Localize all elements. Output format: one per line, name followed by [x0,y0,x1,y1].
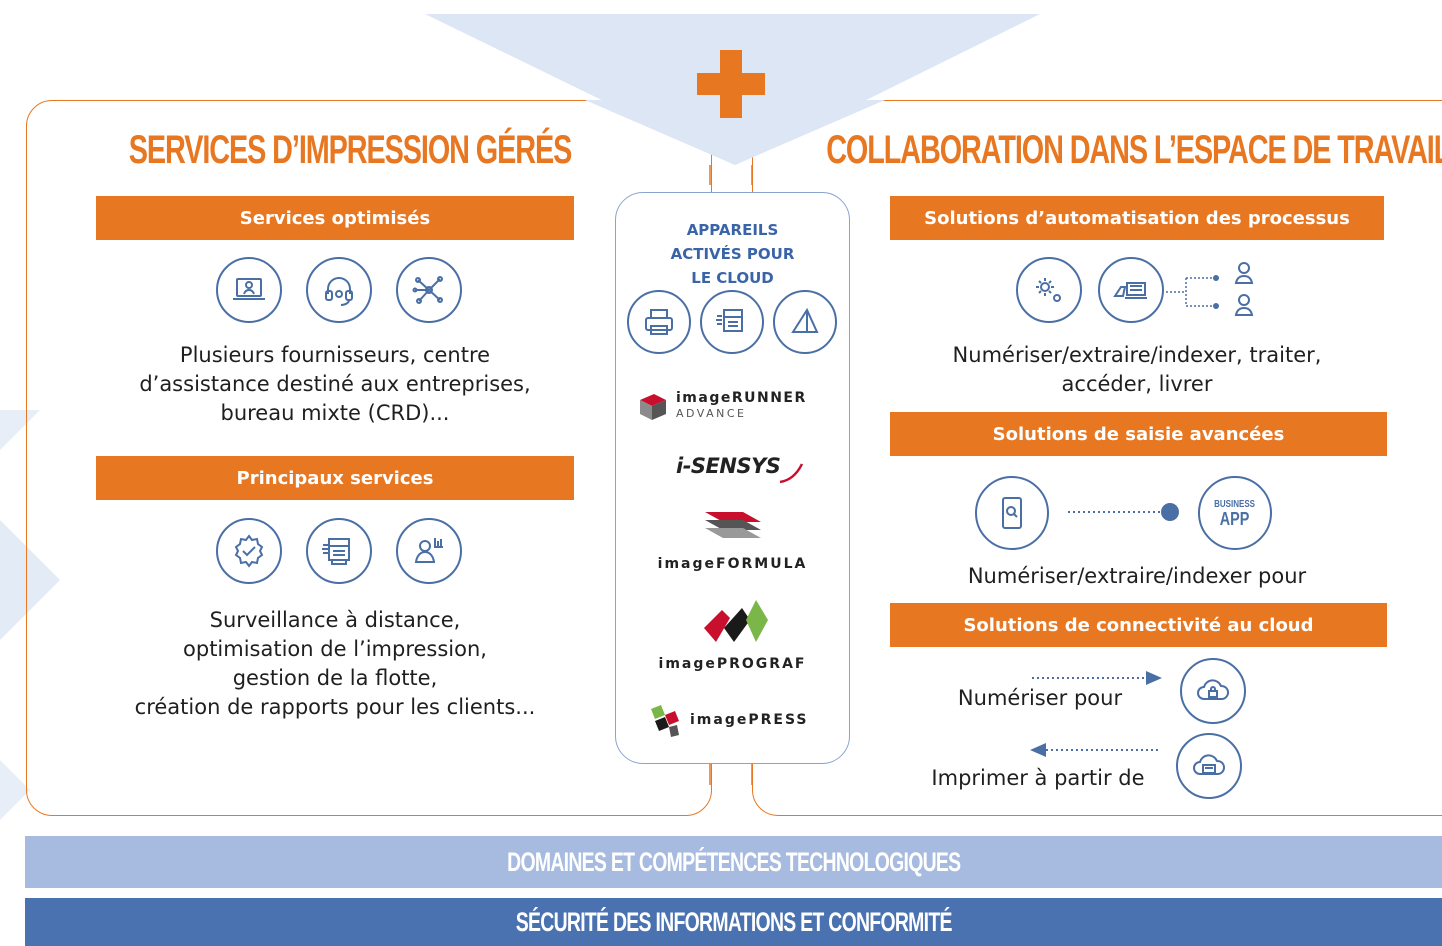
imageformula-text: imageFORMULA [657,556,808,572]
heading-line: APPAREILS [686,221,779,239]
isensys-logo: i-SENSYS [676,454,781,478]
print-from-arrow [1030,743,1160,757]
print-from-label: Imprimer à partir de [931,766,1145,790]
gears-icon [1016,257,1082,323]
left-desc2-line: Surveillance à distance, [209,608,461,632]
scan-to-label: Numériser pour [957,686,1123,710]
left-desc2-line: création de rapports pour les clients... [134,695,536,719]
imageformula-emblem [705,512,761,538]
left-desc1-line: Plusieurs fournisseurs, centre [179,343,491,367]
left-description-2: Surveillance à distance, optimisation de… [70,606,600,722]
business-app-icon: BUSINESS APP [1198,476,1272,550]
business-app-label: BUSINESS [1214,498,1256,510]
user-chart-icon [396,518,462,584]
cloud-devices-heading: APPAREILS ACTIVÉS POUR LE CLOUD [615,218,850,290]
business-app-label-app: APP [1220,508,1250,529]
capture-connector [1068,503,1179,521]
security-band-text: SÉCURITÉ DES INFORMATIONS ET CONFORMITÉ [515,906,953,937]
heading-line: ACTIVÉS POUR [670,245,795,263]
security-band: SÉCURITÉ DES INFORMATIONS ET CONFORMITÉ [25,898,1442,946]
right-desc1-line: Numériser/extraire/indexer, traiter, [952,343,1322,367]
headset-icon [306,257,372,323]
right-bar-process-automation: Solutions d’automatisation des processus [890,196,1384,240]
left-desc2-line: optimisation de l’impression, [183,637,487,661]
technology-band: DOMAINES ET COMPÉTENCES TECHNOLOGIQUES [25,836,1442,888]
users-icon [1166,262,1254,316]
laptop-user-icon [216,257,282,323]
left-panel-connector [709,165,711,785]
mobile-scan-icon [975,476,1049,550]
large-format-printer-icon [773,290,837,354]
imagerunner-text: imageRUNNER [676,390,807,406]
imageprograf-text: imagePROGRAF [658,656,807,672]
multifunction-printer-icon [306,518,372,584]
left-description-1: Plusieurs fournisseurs, centre d’assista… [70,341,600,428]
right-panel-connector [751,165,753,785]
technology-band-text: DOMAINES ET COMPÉTENCES TECHNOLOGIQUES [506,846,961,877]
cloud-devices-box [615,192,850,764]
right-title: COLLABORATION DANS L’ESPACE DE TRAVAIL [826,128,1442,172]
scan-to-arrow [1032,671,1162,685]
right-description-1: Numériser/extraire/indexer, traiter, acc… [890,341,1384,399]
right-desc1-line: accéder, livrer [1061,372,1213,396]
multifunction-printer-icon [700,290,764,354]
gear-check-icon [216,518,282,584]
advance-text: ADVANCE [676,407,747,420]
left-title: SERVICES D’IMPRESSION GÉRÉS [128,128,573,172]
printer-icon [627,290,691,354]
left-desc1-line: bureau mixte (CRD)... [220,401,450,425]
imagepress-text: imagePRESS [690,712,809,728]
right-bar-advanced-capture: Solutions de saisie avancées [890,412,1387,456]
imagepress-emblem [651,705,679,737]
imagerunner-advance-logo: imageRUNNER ADVANCE [636,388,846,424]
cloud-printer-icon [1176,733,1242,799]
isensys-swoosh [779,463,804,484]
left-bar-optimized-services: Services optimisés [96,196,574,240]
right-bar-cloud-connectivity: Solutions de connectivité au cloud [890,603,1387,647]
cloud-lock-icon [1180,658,1246,724]
left-bar-core-services: Principaux services [96,456,574,500]
chevron-overlay [585,100,885,165]
imageprograf-emblem [704,600,768,642]
scanner-laptop-icon [1098,257,1164,323]
left-desc2-line: gestion de la flotte, [232,666,438,690]
right-description-2: Numériser/extraire/indexer pour [967,564,1307,588]
heading-line: LE CLOUD [691,269,774,287]
network-icon [396,257,462,323]
plus-icon-top [697,50,765,118]
left-desc1-line: d’assistance destiné aux entreprises, [139,372,531,396]
